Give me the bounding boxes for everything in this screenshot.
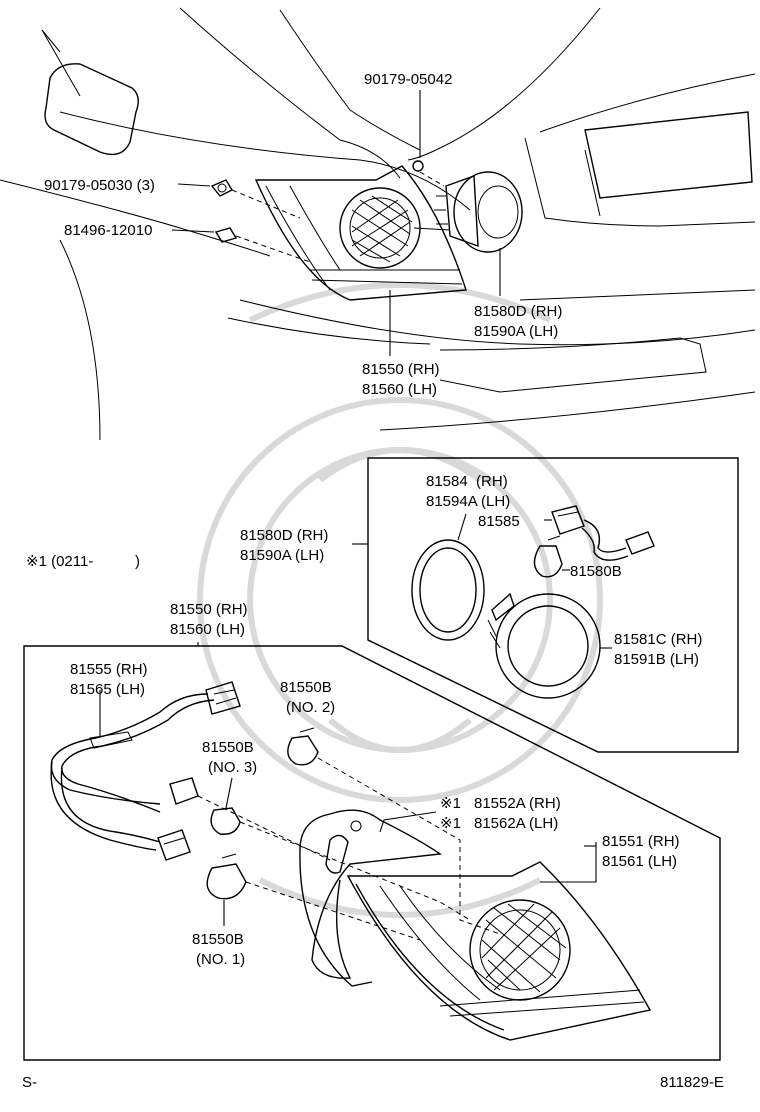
label-backup-lens-rh: 81581C (RH) [614,631,702,648]
label-inset-socket-assy-lh: 81590A (LH) [240,547,324,564]
label-lower-lamp-assy-lh: 81560 (LH) [170,621,245,638]
label-bulb: 81580B [570,563,622,580]
upper-lamp-assembly [210,160,523,301]
label-clip: 81496-12010 [64,222,152,239]
figure-id: 811829-E [660,1074,724,1091]
vehicle-body [0,7,756,441]
labels: 90179-05042 90179-05030 (3) 81496-12010 … [22,71,724,1091]
label-bulb-no2-sub: (NO. 2) [286,699,335,716]
label-lens-body-lh: 81561 (LH) [602,853,677,870]
label-bulb-no3: 81550B [202,739,254,756]
label-mark-reflector-rh: ※1 [440,795,461,812]
label-wire-lh: 81565 (LH) [70,681,145,698]
label-socket-assy-rh: 81580D (RH) [474,303,562,320]
label-bulb-no2: 81550B [280,679,332,696]
label-mark-reflector-lh: ※1 [440,815,461,832]
label-lamp-assy-rh: 81550 (RH) [362,361,440,378]
label-bulb-no1: 81550B [192,931,244,948]
label-lower-lamp-assy-rh: 81550 (RH) [170,601,248,618]
page-prefix: S- [22,1074,37,1091]
label-socket-assy-lh: 81590A (LH) [474,323,558,340]
lower-box [23,642,721,1061]
label-backup-lens-lh: 81591B (LH) [614,651,699,668]
label-wire-rh: 81555 (RH) [70,661,148,678]
label-nut-upper: 90179-05042 [364,71,452,88]
label-inset-socket-assy-rh: 81580D (RH) [240,527,328,544]
upper-leaders [171,90,501,356]
label-lamp-assy-lh: 81560 (LH) [362,381,437,398]
label-reflector-lh: 81562A (LH) [474,815,558,832]
label-bulb-no1-sub: (NO. 1) [196,951,245,968]
label-gasket-lh: 81594A (LH) [426,493,510,510]
label-socket: 81585 [478,513,520,530]
footnote: ※1 (0211- ) [26,553,140,570]
inset-box [352,457,739,753]
label-nut-left: 90179-05030 (3) [44,177,155,194]
upper-dashed-guides [231,171,445,263]
label-bulb-no3-sub: (NO. 3) [208,759,257,776]
label-reflector-rh: 81552A (RH) [474,795,561,812]
label-lens-body-rh: 81551 (RH) [602,833,680,850]
label-gasket-rh: 81584 (RH) [426,473,508,490]
